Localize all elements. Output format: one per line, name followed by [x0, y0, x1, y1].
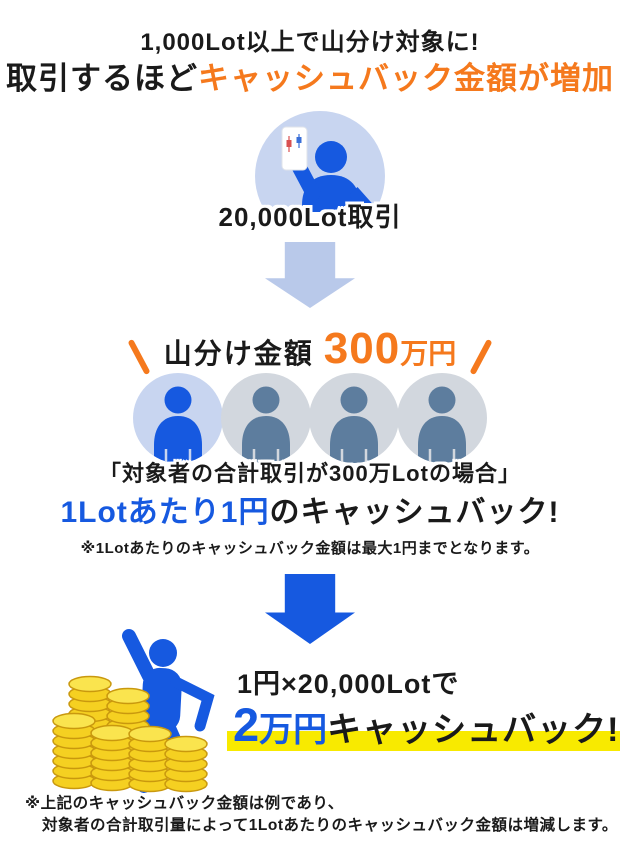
down-arrow-icon [265, 242, 355, 308]
result-line: 2万円キャッシュバック! [227, 697, 620, 752]
participants-row [0, 373, 620, 463]
down-arrow-icon [265, 574, 355, 644]
yellow-highlight-bar [227, 731, 620, 751]
split-amount-unit: 万円 [400, 338, 457, 369]
slash-right-decoration [469, 338, 493, 376]
headline-line1: 1,000Lot以上で山分け対象に! [140, 29, 480, 56]
split-amount-number: 300 [323, 324, 401, 373]
person-with-coins-illustration [52, 629, 215, 793]
participant-icon [309, 373, 399, 463]
condition-highlight: 1Lotあたり1円 [60, 496, 270, 529]
split-amount-row: 山分け金額 300 万円 [0, 324, 620, 376]
result-amount-unit: 万円 [259, 711, 328, 749]
participant-icon [397, 373, 487, 463]
split-amount-label: 山分け金額 [163, 338, 314, 369]
headline-line2-orange: キャッシュバック金額が増加 [198, 61, 614, 96]
headline-line2: 取引するほどキャッシュバック金額が増加 [0, 53, 620, 98]
participant-icon-highlighted [133, 373, 223, 463]
footer-note-line1: ※上記のキャッシュバック金額は例であり、 [25, 795, 344, 812]
result-amount-number: 2 [233, 698, 260, 751]
result-formula: 1円×20,000Lotで [237, 669, 460, 699]
footer-note-line2: 対象者の合計取引量によって1Lotあたりのキャッシュバック金額は増減します。 [42, 816, 618, 834]
condition-note: ※1Lotあたりのキャッシュバック金額は最大1円までとなります。 [80, 540, 540, 557]
footer-note: ※上記のキャッシュバック金額は例であり、 対象者の合計取引量によって1Lotあた… [25, 793, 618, 836]
participant-icon [221, 373, 311, 463]
slash-left-decoration [127, 338, 151, 376]
trade-amount-label: 20,000Lot取引 [218, 202, 402, 232]
result-rest: キャッシュバック! [327, 711, 620, 749]
condition-quote: 「対象者の合計取引が300万Lotの場合」 [99, 461, 521, 486]
person-with-phone-icon [255, 111, 385, 212]
headline-line2-black: 取引するほど [6, 61, 198, 96]
person-with-phone-graphic [281, 126, 379, 212]
condition-main: 1Lotあたり1円のキャッシュバック! [0, 487, 620, 531]
condition-rest: のキャッシュバック! [269, 496, 560, 529]
trader-icon-wrap [255, 111, 385, 212]
